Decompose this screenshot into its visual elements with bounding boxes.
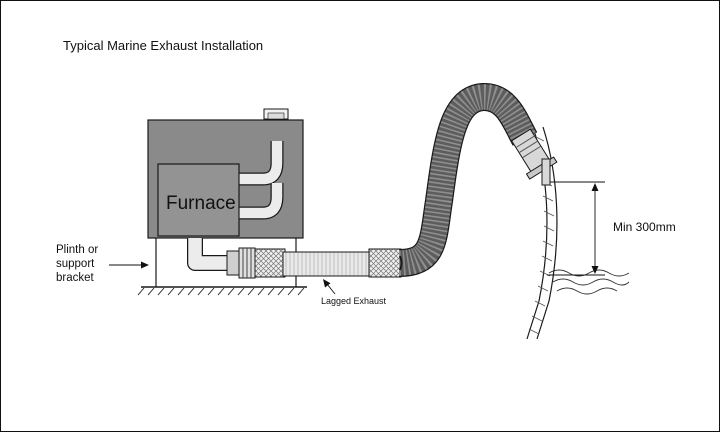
diagram-title: Typical Marine Exhaust Installation — [63, 38, 264, 53]
plinth-bracket — [137, 238, 307, 296]
lagged-exhaust-label: Lagged Exhaust — [321, 296, 387, 306]
lagged-exhaust — [254, 248, 402, 278]
clearance-label: Min 300mm — [613, 220, 676, 234]
heater-unit — [147, 108, 304, 239]
corrugated-hose — [398, 83, 538, 277]
pipe-connector — [226, 247, 256, 279]
furnace-label: Furnace — [166, 193, 236, 214]
water-waves — [548, 269, 630, 295]
plinth-label: Plinth or support bracket — [56, 244, 99, 284]
skin-fitting — [510, 128, 558, 186]
outlet-elbow — [187, 238, 229, 271]
clearance-dimension — [547, 181, 605, 276]
furnace-panel — [157, 163, 240, 237]
plinth-arrow — [109, 261, 149, 269]
lagged-arrow — [323, 279, 336, 295]
